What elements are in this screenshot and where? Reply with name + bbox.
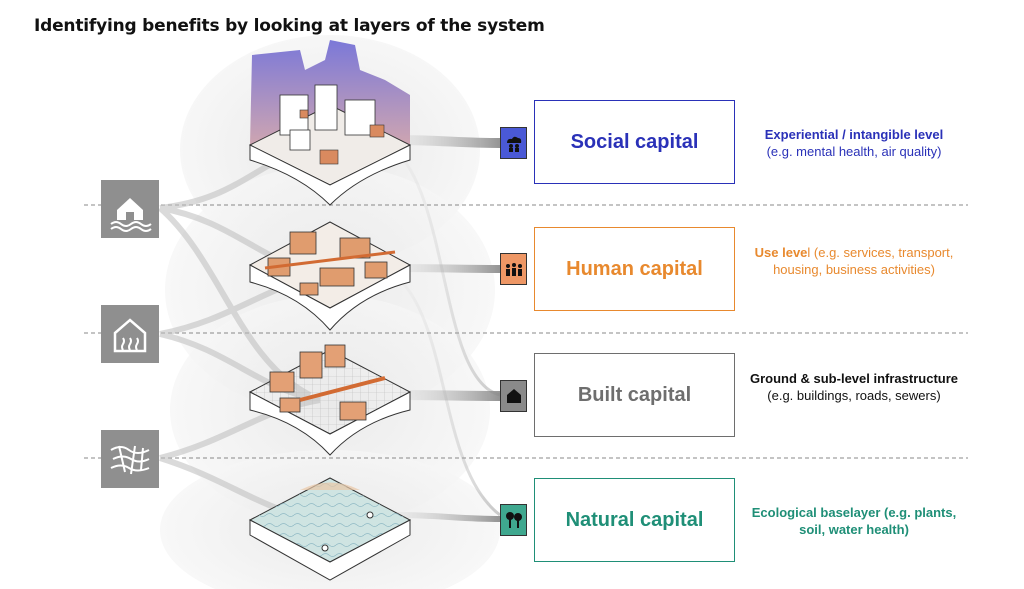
description-rest: l (e.g. services, transport, housing, bu… — [773, 245, 954, 277]
built-capital-box: Built capital — [534, 353, 735, 437]
description-bold: Experiential / intangible level — [764, 127, 944, 142]
description-bold: Ecological baselayer (e.g. plants, soil,… — [751, 505, 957, 537]
human-capital-box: Human capital — [534, 227, 735, 311]
human-capital-description: Use level (e.g. services, transport, hou… — [748, 244, 960, 278]
crowd-icon — [500, 253, 527, 285]
description-rest: (e.g. buildings, roads, sewers) — [767, 388, 941, 403]
natural-layer-block — [248, 477, 412, 581]
social-capital-box: Social capital — [534, 100, 735, 184]
people-cloud-icon — [500, 127, 527, 159]
built-layer-block — [248, 344, 412, 456]
human-layer-block — [248, 221, 412, 331]
natural-capital-description: Ecological baselayer (e.g. plants, soil,… — [748, 504, 960, 538]
trees-icon — [500, 504, 527, 536]
description-bold: Ground & sub-level infrastructure — [749, 371, 959, 386]
heat-house-icon — [101, 305, 159, 363]
description-bold: Use leve — [754, 245, 808, 260]
house-icon — [500, 380, 527, 412]
page-title: Identifying benefits by looking at layer… — [34, 16, 545, 36]
flood-house-icon — [101, 180, 159, 238]
social-capital-description: Experiential / intangible level (e.g. me… — [748, 126, 960, 160]
natural-capital-box: Natural capital — [534, 478, 735, 562]
layer-separators — [84, 204, 968, 459]
description-rest: (e.g. mental health, air quality) — [766, 144, 942, 159]
built-capital-description: Ground & sub-level infrastructure (e.g. … — [748, 370, 960, 404]
soil-network-icon — [101, 430, 159, 488]
social-layer-block — [248, 40, 412, 206]
